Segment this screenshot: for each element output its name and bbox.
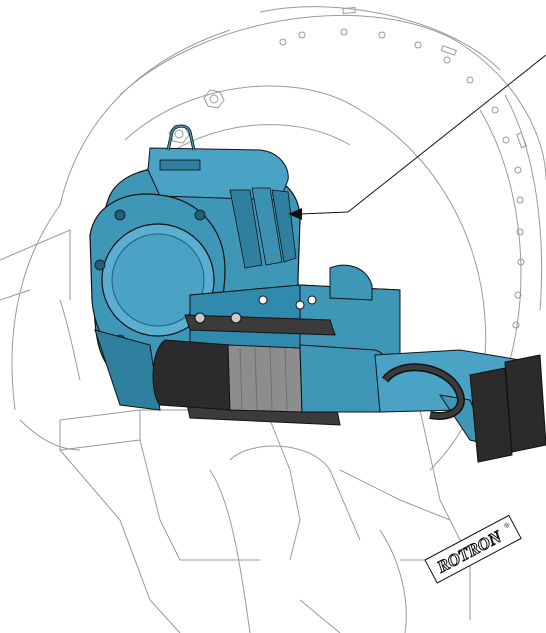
motor-assembly [152,264,546,463]
brand-plate: ROTRON ® [424,514,522,584]
callout-arrow [288,54,546,220]
registered-mark: ® [503,520,512,530]
